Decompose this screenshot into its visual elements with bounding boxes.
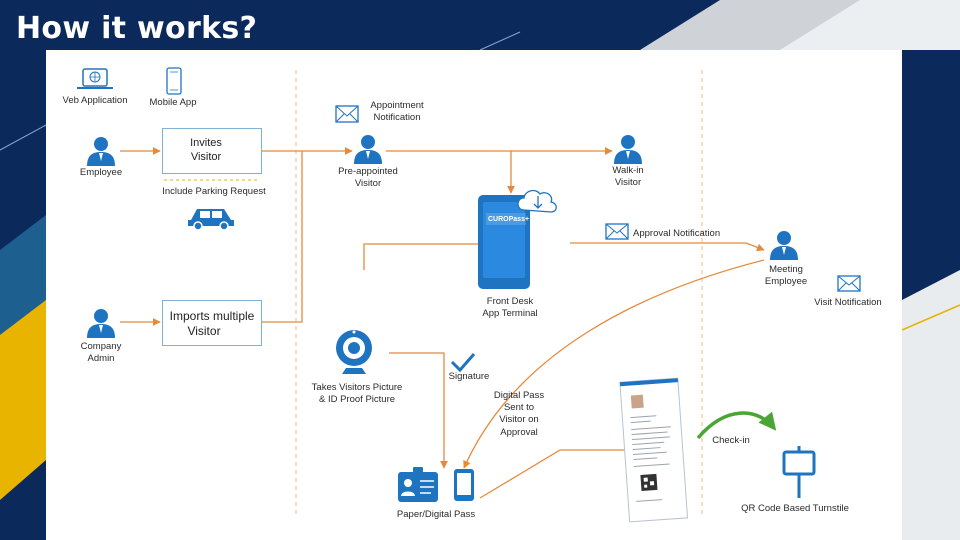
envelope-icon <box>335 105 359 123</box>
checkin-arrow <box>696 411 777 440</box>
checkmark-icon <box>450 353 476 373</box>
qr-pass-icon <box>640 473 658 491</box>
visit-notification-label: Visit Notification <box>814 297 882 308</box>
digital-pass-line4: Approval <box>500 427 538 438</box>
envelope-icon <box>605 223 629 240</box>
employee-label: Employee <box>79 167 123 178</box>
appointment-notification-line2: Notification <box>373 112 421 123</box>
paper-digital-pass-label: Paper/Digital Pass <box>396 509 476 520</box>
takes-picture-line2: & ID Proof Picture <box>318 394 396 405</box>
flow-imports-to-preappointed <box>262 151 303 323</box>
webcam-icon <box>336 330 372 374</box>
phone-pass-icon <box>454 469 474 501</box>
car-icon <box>188 209 234 231</box>
invites-visitor-box: Invites Visitor <box>162 128 262 174</box>
digital-pass-line2: Sent to <box>503 402 535 413</box>
pass-text-lines <box>630 415 672 467</box>
flow-diagram <box>77 67 861 523</box>
preappointed-person-icon <box>354 135 382 164</box>
front-desk-line1: Front Desk <box>486 296 534 307</box>
approval-notification-label: Approval Notification <box>633 228 721 239</box>
invites-title-line1: Invites <box>190 137 222 149</box>
signature-label: Signature <box>448 371 490 382</box>
background-line <box>479 31 521 51</box>
digital-pass-line3: Visitor on <box>499 414 539 425</box>
takes-picture-line1: Takes Visitors Picture <box>311 382 403 393</box>
turnstile-icon <box>782 446 816 498</box>
walkin-visitor-line2: Visitor <box>614 177 642 188</box>
flow-terminal-to-webcam <box>363 243 478 270</box>
slide-title: How it works? <box>16 11 258 46</box>
background-accent-teal <box>0 215 46 335</box>
preappointed-visitor-line1: Pre-appointed <box>338 166 398 177</box>
turnstile-label: QR Code Based Turnstile <box>741 503 849 514</box>
digital-pass-line1: Digital Pass <box>493 390 545 401</box>
preappointed-visitor-line2: Visitor <box>354 178 382 189</box>
invites-title-line2: Visitor <box>190 151 222 163</box>
imports-title-line1: Imports multiple <box>169 309 255 323</box>
front-desk-line2: App Terminal <box>482 308 538 319</box>
admin-person-icon <box>87 309 115 338</box>
flow-approval-to-pass <box>463 259 765 469</box>
meeting-employee-line1: Meeting <box>769 264 803 275</box>
background-accent-yellow <box>0 295 46 500</box>
appointment-notification-line1: Appointment <box>370 100 424 111</box>
imports-visitor-box: Imports multiple Visitor <box>162 300 262 346</box>
meeting-employee-line2: Employee <box>764 276 808 287</box>
envelope-icon <box>837 275 861 292</box>
flow-pass-to-card <box>479 446 633 499</box>
laptop-icon <box>77 68 113 89</box>
background-accent-right <box>902 270 960 540</box>
company-admin-label-line2: Admin <box>87 353 115 364</box>
employee-person-icon <box>87 137 115 166</box>
company-admin-label-line1: Company <box>80 341 122 352</box>
phone-icon <box>166 67 182 95</box>
mobile-app-label: Mobile App <box>149 97 197 108</box>
parking-request-label: Include Parking Request <box>162 186 266 197</box>
web-application-label: Veb Application <box>62 95 128 106</box>
flow-terminal-to-approval <box>570 242 765 252</box>
background-line <box>0 124 47 151</box>
diagram-panel: Invites Visitor Imports multiple Visitor… <box>46 50 902 540</box>
background-line <box>901 304 960 331</box>
id-card-icon <box>398 467 438 502</box>
terminal-brand: CUROPass+ <box>488 216 530 223</box>
flow-webcam-to-pass <box>389 352 448 469</box>
meeting-employee-person-icon <box>770 231 798 260</box>
check-in-label: Check-in <box>712 435 750 446</box>
front-desk-terminal-icon <box>478 195 530 289</box>
digital-pass-card <box>619 377 689 523</box>
background-accent-light <box>780 0 960 50</box>
imports-title-line2: Visitor <box>187 324 221 338</box>
walkin-visitor-line1: Walk-in <box>612 165 644 176</box>
walkin-person-icon <box>614 135 642 164</box>
cloud-download-icon <box>517 189 557 213</box>
